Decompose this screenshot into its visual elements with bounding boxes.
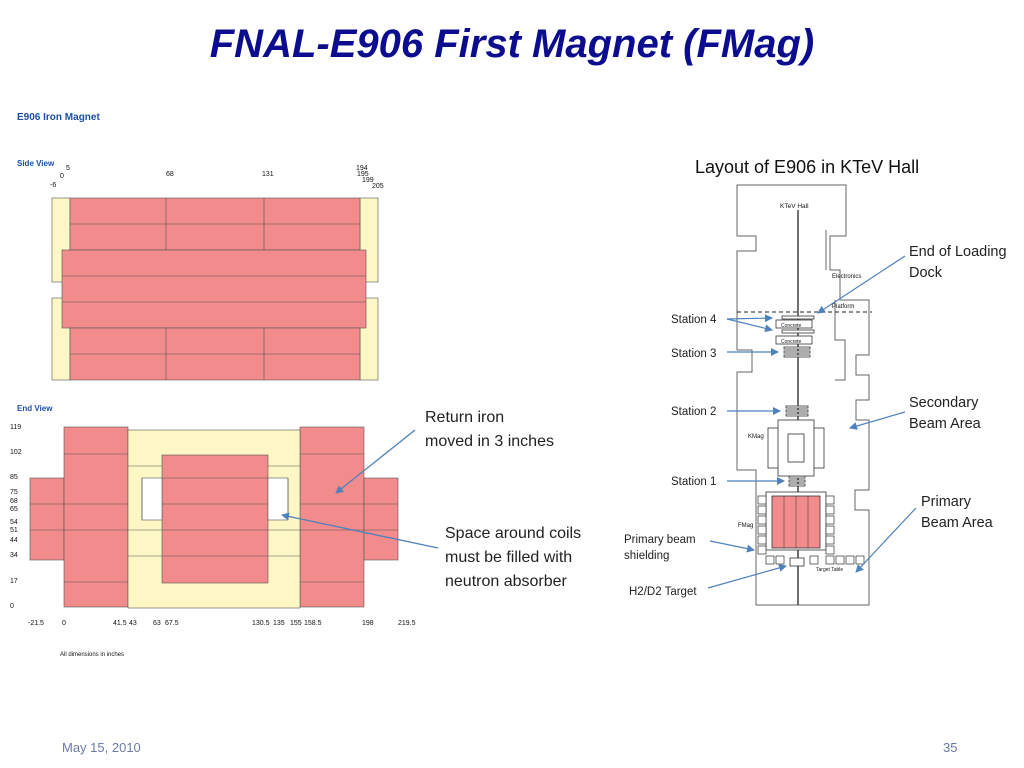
electronics-label: Electronics [832, 274, 861, 280]
end-y-68: 68 [10, 498, 18, 505]
ktev-hall-label: KTeV Hall [780, 203, 809, 210]
space-coils-line-1: Space around coils [445, 525, 581, 542]
loading-dock-label-1: End of Loading [909, 244, 1007, 260]
end-view-label: End View [17, 404, 53, 413]
end-x-135: 135 [273, 620, 285, 627]
iron-magnet-heading: E906 Iron Magnet [17, 112, 100, 123]
end-y-0: 0 [10, 603, 14, 610]
slide-title: FNAL-E906 First Magnet (FMag) [209, 22, 815, 66]
primary-beam-shielding-label-1: Primary beam [624, 534, 696, 546]
side-tick-0: 0 [60, 173, 64, 180]
end-x-0: 0 [62, 620, 66, 627]
end-y-54: 54 [10, 519, 18, 526]
end-iron-left-outer [29, 477, 65, 561]
end-x-67: 67.5 [165, 620, 179, 627]
side-iron-middle [61, 249, 367, 329]
end-gap-left [141, 477, 163, 521]
station-1-detector [788, 475, 806, 487]
side-tick-neg6: -6 [50, 182, 56, 189]
secondary-beam-area-label-2: Beam Area [909, 416, 982, 432]
end-y-17: 17 [10, 578, 18, 585]
end-y-102: 102 [10, 449, 22, 456]
side-tick-205: 205 [372, 183, 384, 190]
end-x-neg21: -21.5 [28, 620, 44, 627]
side-tick-199: 199 [362, 177, 374, 184]
secondary-beam-area-label-1: Secondary [909, 395, 979, 411]
side-tick-195: 195 [357, 171, 369, 178]
concrete-block-1 [775, 319, 813, 329]
return-iron-line-2: moved in 3 inches [425, 433, 554, 450]
end-y-119: 119 [10, 424, 21, 431]
station-4-detector [781, 315, 815, 334]
primary-beam-shielding-arrow [709, 540, 755, 553]
station-4-label: Station 4 [671, 314, 717, 326]
end-x-219: 219.5 [398, 620, 416, 627]
end-y-51: 51 [10, 527, 18, 534]
hall-layout-title: Layout of E906 in KTeV Hall [695, 157, 919, 177]
fmag-label: FMag [738, 523, 753, 529]
loading-dock-label-2: Dock [909, 265, 943, 281]
end-y-34: 34 [10, 552, 18, 559]
primary-beam-area-label-1: Primary [921, 494, 972, 510]
return-iron-line-1: Return iron [425, 409, 504, 426]
end-y-75: 75 [10, 489, 18, 496]
station-1-label: Station 1 [671, 476, 716, 488]
station-3-detector [783, 346, 811, 358]
footer-date: May 15, 2010 [62, 740, 141, 755]
station-3-label: Station 3 [671, 348, 716, 360]
primary-beam-shielding-label-2: shielding [624, 550, 669, 562]
space-coils-callout: Space around coils must be filled with n… [281, 512, 581, 590]
target-box [789, 557, 805, 567]
side-tick-68: 68 [166, 171, 174, 178]
end-y-65: 65 [10, 506, 18, 513]
end-y-85: 85 [10, 474, 18, 481]
kmag-magnet [767, 419, 825, 477]
kmag-label: KMag [748, 434, 764, 440]
end-gap-right [267, 477, 289, 521]
end-x-158: 158.5 [304, 620, 322, 627]
return-iron-callout: Return iron moved in 3 inches [335, 409, 554, 494]
end-x-43: 43 [129, 620, 137, 627]
primary-beam-area-arrow [855, 507, 917, 573]
end-iron-center [161, 454, 269, 584]
side-view-label: Side View [17, 159, 55, 168]
hall-outline [736, 184, 870, 606]
target-table-label: Target Table [816, 567, 843, 573]
target-label: H2/D2 Target [629, 586, 697, 598]
side-tick-194: 194 [356, 165, 368, 172]
end-y-44: 44 [10, 537, 18, 544]
loading-dock-arrow [817, 255, 906, 314]
hall-inner-wall [825, 230, 846, 381]
space-coils-line-3: neutron absorber [445, 573, 568, 590]
concrete-label-2: Concrete [781, 339, 802, 345]
concrete-block-2 [775, 335, 813, 345]
end-x-41: 41.5 [113, 620, 127, 627]
station-4-arrow-a [726, 314, 773, 323]
side-view: Side View -6 0 5 68 131 194 195 199 205 [17, 159, 384, 381]
end-x-63: 63 [153, 620, 161, 627]
secondary-beam-area-arrow [849, 411, 906, 430]
end-x-130: 130.5 [252, 620, 270, 627]
end-x-155: 155 [290, 620, 302, 627]
end-x-198: 198 [362, 620, 374, 627]
end-view: End View 119 102 85 75 68 65 54 51 44 34… [10, 404, 416, 658]
station-2-detector [785, 405, 809, 417]
page-number: 35 [943, 740, 958, 755]
primary-beam-shielding-blocks [757, 495, 865, 565]
return-iron-arrow [335, 429, 416, 494]
concrete-label-1: Concrete [781, 323, 802, 329]
target-arrow [707, 564, 787, 589]
dimensions-note: All dimensions in inches [60, 652, 124, 658]
space-coils-arrow [281, 512, 439, 549]
end-iron-right [299, 426, 365, 608]
side-tick-5: 5 [66, 165, 70, 172]
primary-beam-area-label-2: Beam Area [921, 515, 994, 531]
space-coils-line-2: must be filled with [445, 549, 572, 566]
station-2-label: Station 2 [671, 406, 716, 418]
station-4-arrow-b [726, 318, 773, 333]
side-tick-131: 131 [262, 171, 274, 178]
end-iron-right-outer [363, 477, 399, 561]
platform-label: Platform [832, 304, 854, 310]
